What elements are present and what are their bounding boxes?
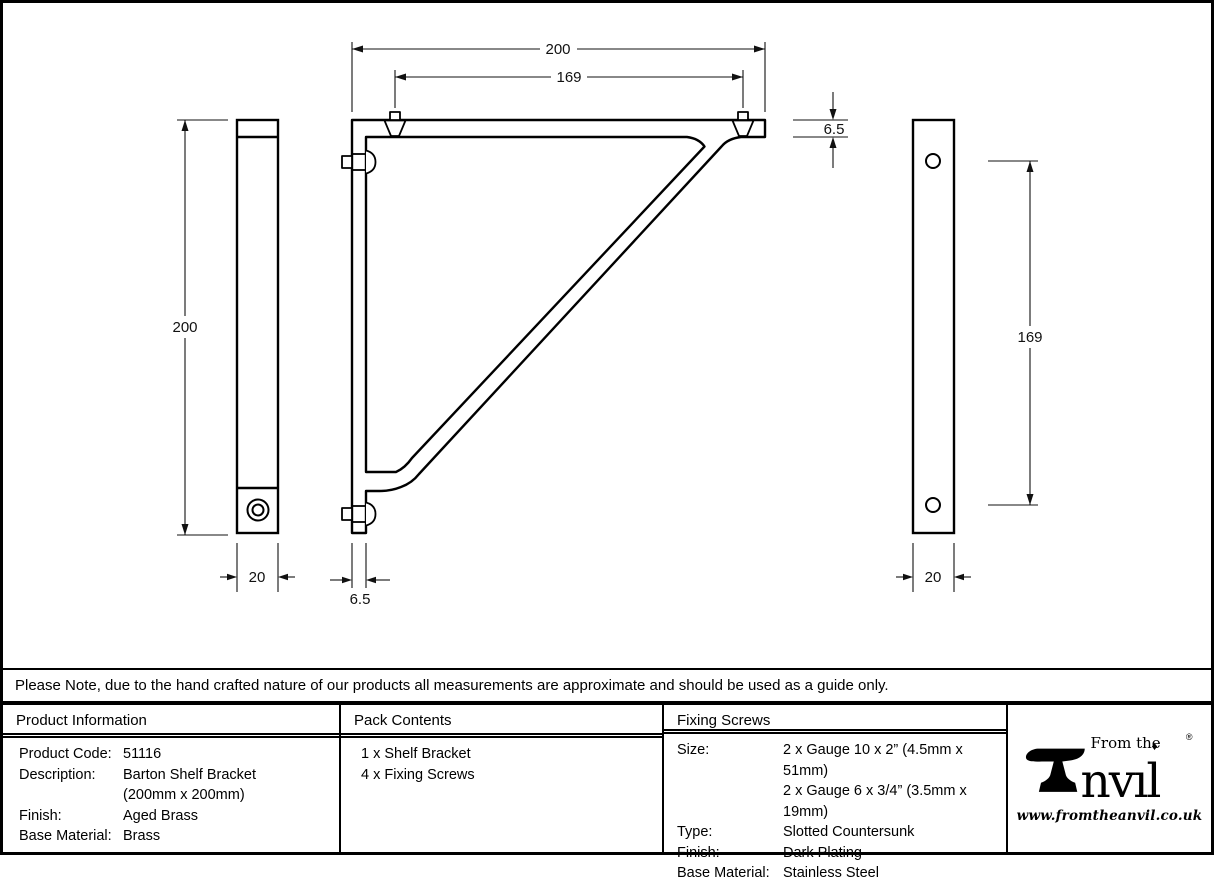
side-plate-outline — [235, 118, 280, 535]
dim-label-side-depth: 20 — [249, 569, 266, 586]
list-item: 4 x Fixing Screws — [361, 766, 475, 783]
dim-back-width — [896, 543, 971, 592]
table-row: Base Material: Brass — [19, 826, 335, 847]
row-value: 2 x Gauge 6 x 3/4” (3.5mm x 19mm) — [783, 783, 967, 820]
table-row: Description: Barton Shelf Bracket — [19, 765, 335, 786]
row-label — [677, 781, 783, 822]
dim-front-holes — [394, 70, 744, 108]
row-value: Dark Plating — [783, 844, 862, 861]
list-item: 1 x Shelf Bracket — [361, 746, 471, 762]
dim-label-wall-thickness: 6.5 — [350, 591, 371, 608]
row-value: Aged Brass — [123, 807, 198, 824]
diamond-tittle-icon: ♦ — [1151, 739, 1158, 753]
row-value: Stainless Steel — [783, 865, 879, 881]
screw-top-left — [383, 111, 407, 137]
back-hole-top — [925, 153, 941, 169]
product-information-header: Product Information — [3, 705, 339, 738]
from-the-anvil-logo: From the nvıl ♦ ® www.fromtheanvil.co.uk — [1016, 732, 1203, 824]
dim-front-width — [351, 42, 766, 112]
anvil-icon — [1025, 748, 1085, 792]
row-label: Finish: — [677, 844, 720, 861]
back-plate-outline — [911, 118, 956, 535]
logo-website: www.fromtheanvil.co.uk — [1016, 808, 1203, 824]
dim-back-holes — [988, 160, 1038, 506]
table-row: Finish: Dark Plating — [677, 843, 1002, 864]
row-label — [19, 785, 123, 806]
countersunk-hole-inner — [251, 503, 265, 517]
row-value: (200mm x 200mm) — [123, 787, 245, 803]
row-label: Type: — [677, 824, 713, 840]
row-label: Base Material: — [19, 828, 112, 844]
bracket-inner-profile — [364, 135, 706, 474]
row-value: Barton Shelf Bracket — [123, 766, 256, 783]
bracket-technical-drawing: 200 20 — [172, 41, 1042, 608]
dim-label-back-width: 20 — [925, 569, 942, 586]
screw-top-right — [731, 111, 755, 137]
table-row: Product Code: 51116 — [19, 744, 335, 765]
product-information-body: Product Code: 51116 Description: Barton … — [3, 738, 339, 847]
dim-label-side-height: 200 — [172, 319, 197, 336]
pack-contents-body: 1 x Shelf Bracket 4 x Fixing Screws — [341, 738, 662, 785]
dim-label-front-width: 200 — [545, 41, 570, 58]
dim-label-back-holes: 169 — [1017, 329, 1042, 346]
row-label: Product Code: — [19, 746, 112, 762]
logo-from-the: From the — [1090, 734, 1161, 752]
row-value: 2 x Gauge 10 x 2” (4.5mm x 51mm) — [783, 742, 963, 779]
table-row: 2 x Gauge 6 x 3/4” (3.5mm x 19mm) — [677, 781, 1002, 822]
dim-label-front-holes: 169 — [556, 69, 581, 86]
back-hole-bottom — [925, 497, 941, 513]
fixing-screws-body: Size: 2 x Gauge 10 x 2” (4.5mm x 51mm) 2… — [664, 734, 1006, 884]
dim-side-depth — [220, 543, 295, 592]
logo-brand-text: nvıl — [1080, 754, 1162, 809]
dim-plate-thickness — [793, 92, 848, 168]
row-value: Brass — [123, 828, 161, 844]
fixing-screws-header: Fixing Screws — [664, 705, 1006, 734]
measurement-note: Please Note, due to the hand crafted nat… — [3, 668, 1211, 703]
front-view-bracket — [341, 111, 767, 535]
screw-wall-upper — [341, 149, 377, 175]
pack-contents-column: Pack Contents 1 x Shelf Bracket 4 x Fixi… — [341, 705, 664, 852]
table-row: Finish: Aged Brass — [19, 806, 335, 827]
countersunk-hole-outer — [246, 498, 270, 522]
measurement-note-text: Please Note, due to the hand crafted nat… — [15, 677, 889, 694]
product-information-column: Product Information Product Code: 51116 … — [3, 705, 341, 852]
spec-table: Product Information Product Code: 51116 … — [3, 703, 1211, 881]
dim-label-plate-thickness: 6.5 — [824, 121, 845, 138]
row-label: Base Material: — [677, 865, 770, 881]
dim-wall-thickness — [330, 543, 390, 588]
dim-side-height — [177, 119, 228, 536]
table-row: Base Material: Stainless Steel — [677, 863, 1002, 884]
table-row: (200mm x 200mm) — [19, 785, 335, 806]
side-view-left — [235, 118, 280, 535]
row-value: Slotted Countersunk — [783, 824, 915, 840]
screw-wall-lower — [341, 501, 377, 527]
brand-logo-cell: From the nvıl ♦ ® www.fromtheanvil.co.uk — [1008, 705, 1211, 852]
logo-art: From the nvıl ♦ ® — [1025, 732, 1195, 809]
fixing-screws-column: Fixing Screws Size: 2 x Gauge 10 x 2” (4… — [664, 705, 1008, 881]
table-row: Size: 2 x Gauge 10 x 2” (4.5mm x 51mm) — [677, 740, 1002, 781]
back-plate-view — [911, 118, 956, 535]
row-label: Description: — [19, 766, 96, 783]
registered-mark: ® — [1185, 732, 1193, 742]
row-label: Size: — [677, 742, 710, 758]
row-value: 51116 — [123, 746, 162, 762]
table-row: Type: Slotted Countersunk — [677, 822, 1002, 843]
row-label: Finish: — [19, 807, 62, 824]
pack-contents-header: Pack Contents — [341, 705, 662, 738]
